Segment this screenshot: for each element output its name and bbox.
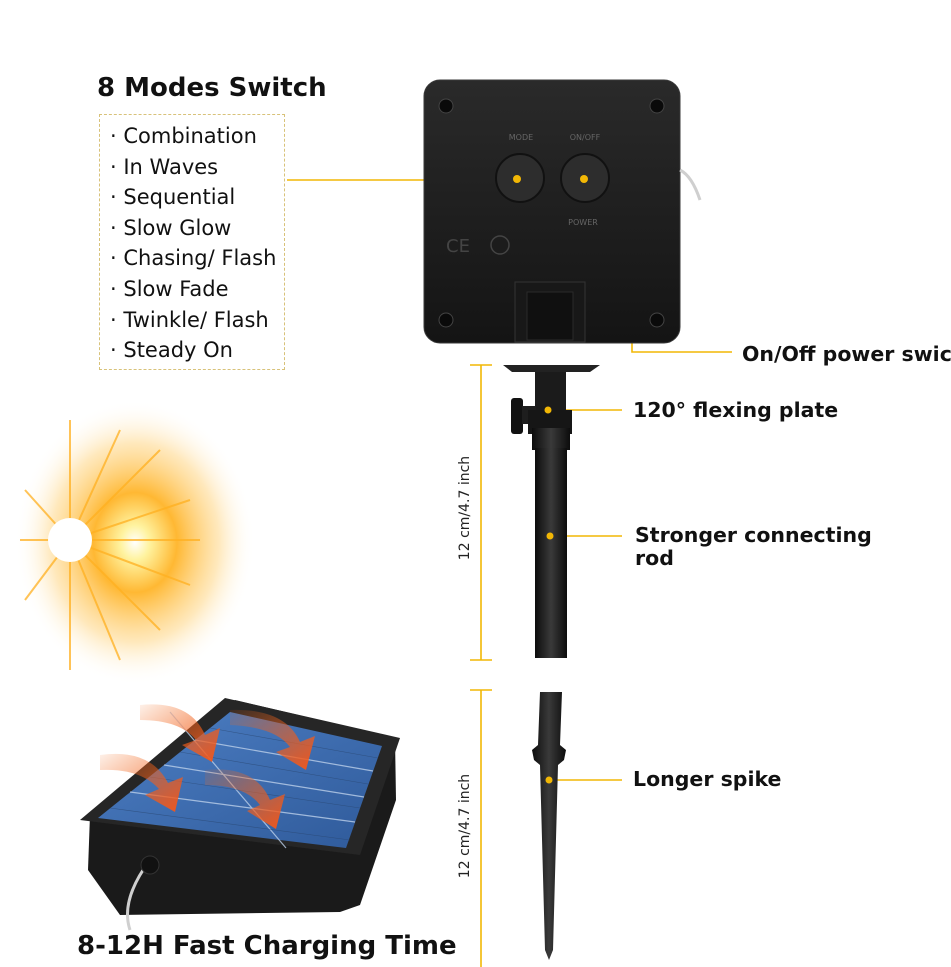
modes-title: 8 Modes Switch bbox=[97, 73, 327, 103]
mode-item: Slow Glow bbox=[110, 213, 284, 244]
mode-item: Sequential bbox=[110, 182, 284, 213]
power-switch-callout: On/Off power swich bbox=[742, 342, 951, 366]
modes-list-box: Combination In Waves Sequential Slow Glo… bbox=[99, 114, 285, 370]
mode-item: Twinkle/ Flash bbox=[110, 305, 284, 336]
solar-panel bbox=[80, 698, 400, 931]
flexing-plate-callout: 120° flexing plate bbox=[633, 398, 839, 422]
rod-length-dimension: 12 cm/4.7 inch bbox=[457, 455, 473, 561]
svg-text:CE: CE bbox=[446, 236, 470, 257]
mode-item: Slow Fade bbox=[110, 274, 284, 305]
onoff-label: ON/OFF bbox=[570, 133, 601, 142]
mode-item: Chasing/ Flash bbox=[110, 243, 284, 274]
modes-list: Combination In Waves Sequential Slow Glo… bbox=[100, 115, 284, 366]
mode-item: In Waves bbox=[110, 152, 284, 183]
connecting-rod bbox=[503, 365, 600, 658]
ground-spike bbox=[532, 692, 566, 960]
mode-item: Combination bbox=[110, 121, 284, 152]
power-label: POWER bbox=[568, 218, 598, 227]
mode-item: Steady On bbox=[110, 335, 284, 366]
control-box: CE bbox=[423, 79, 702, 344]
spike-length-dimension: 12 cm/4.7 inch bbox=[457, 773, 473, 879]
spike-callout: Longer spike bbox=[633, 767, 782, 791]
charging-arrows bbox=[100, 704, 315, 829]
charging-caption: 8-12H Fast Charging Time bbox=[77, 931, 457, 961]
connecting-rod-callout: Stronger connecting rod bbox=[635, 523, 872, 570]
sun-graphic bbox=[15, 400, 255, 685]
mode-button-label: MODE bbox=[509, 133, 533, 142]
